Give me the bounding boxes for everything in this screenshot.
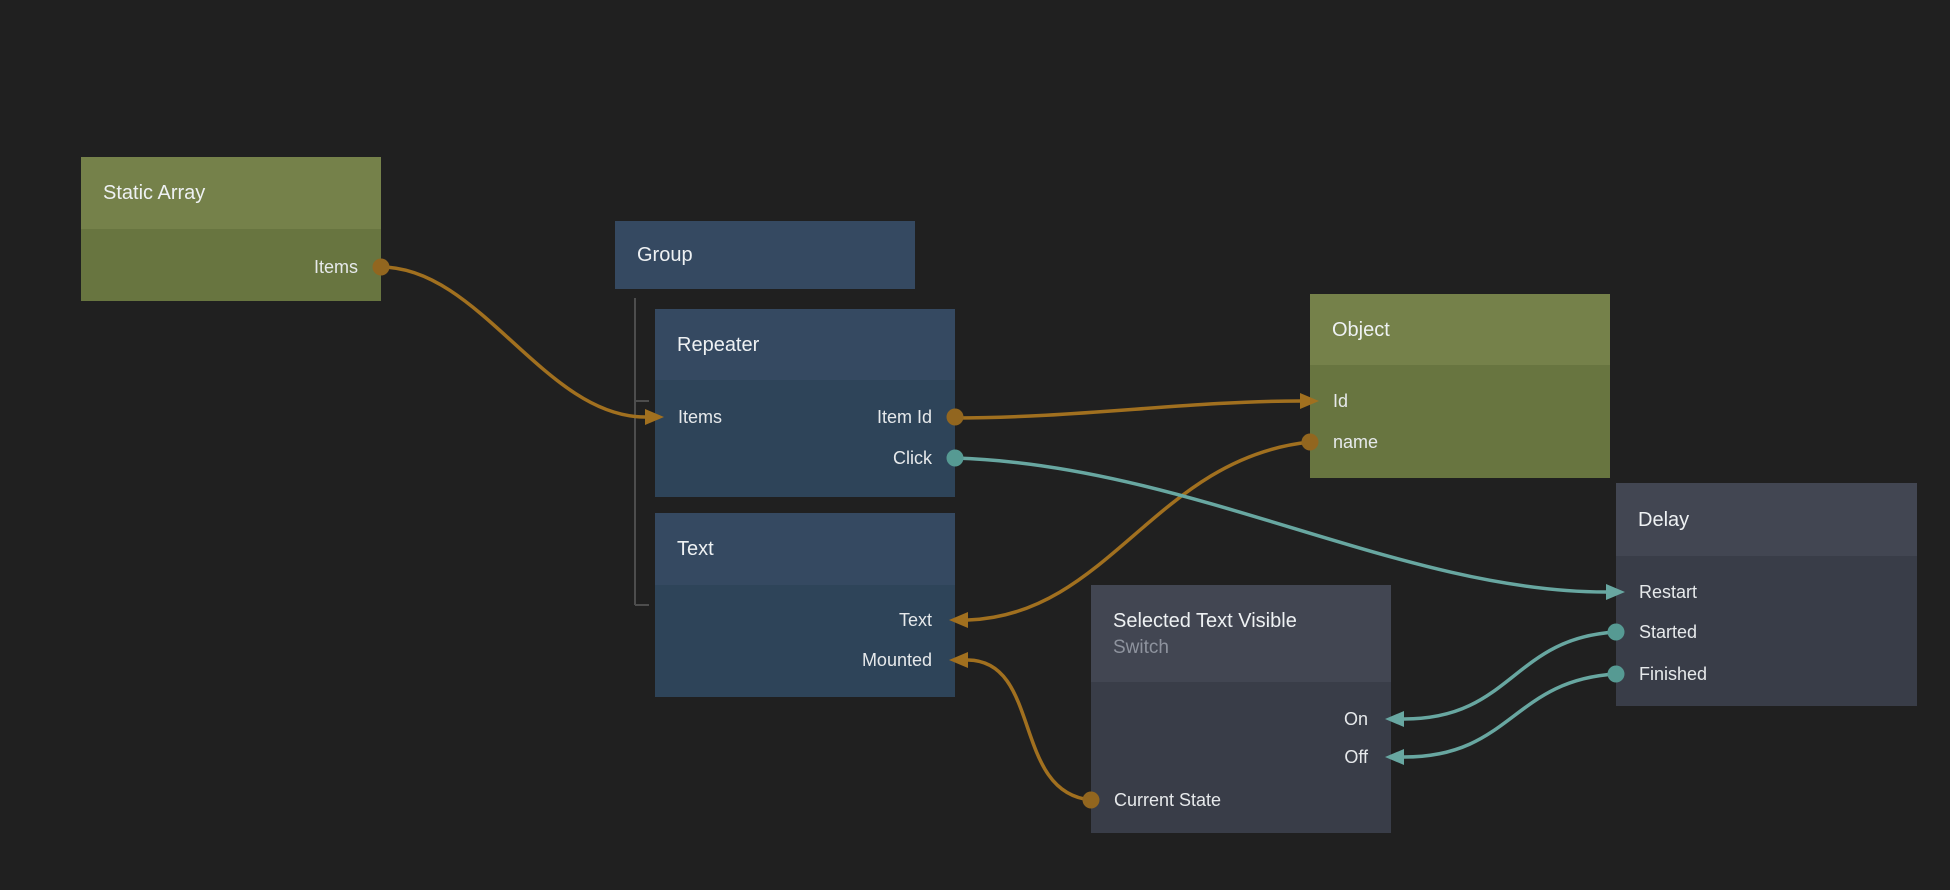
node-header-repeater[interactable]: Repeater [655, 309, 955, 380]
node-header-delay[interactable]: Delay [1616, 483, 1917, 556]
node-title-repeater: Repeater [677, 333, 760, 356]
wire-switch-current-state-to-text-mounted[interactable] [966, 658, 1093, 802]
port-delay-restart[interactable]: Restart [1639, 582, 1698, 602]
port-repeater-items[interactable]: Items [678, 407, 723, 427]
wire-repeater-item-id-to-object-id[interactable] [953, 399, 1302, 420]
node-header-text[interactable]: Text [655, 513, 955, 585]
node-title-object: Object [1332, 318, 1390, 341]
port-text-text[interactable]: Text [898, 610, 932, 630]
port-object-id[interactable]: Id [1333, 391, 1349, 411]
port-static-array-items[interactable]: Items [313, 257, 358, 277]
group-children-line [634, 298, 649, 606]
port-repeater-click[interactable]: Click [893, 448, 932, 468]
node-subtitle-selected-text-visible: Switch [1113, 636, 1169, 658]
port-object-name[interactable]: name [1333, 432, 1379, 452]
port-selected-text-visible-off[interactable]: Off [1344, 747, 1368, 767]
node-header-group[interactable]: Group [615, 221, 915, 289]
node-header-static-array[interactable]: Static Array [81, 157, 381, 229]
port-text-mounted[interactable]: Mounted [861, 650, 932, 670]
wire-delay-finished-to-switch-off[interactable] [1402, 672, 1618, 759]
port-delay-started[interactable]: Started [1639, 622, 1698, 642]
node-title-group: Group [637, 244, 693, 266]
node-title-text: Text [677, 538, 714, 560]
node-title-delay: Delay [1638, 508, 1690, 531]
node-header-object[interactable]: Object [1310, 294, 1610, 365]
wire-delay-started-to-switch-on[interactable] [1402, 630, 1618, 721]
node-title-selected-text-visible: Selected Text Visible [1113, 609, 1297, 632]
node-title-static-array: Static Array [103, 182, 206, 204]
port-repeater-item-id[interactable]: Item Id [876, 407, 932, 427]
wire-static-array-items-to-repeater-items[interactable] [379, 265, 647, 419]
port-delay-finished[interactable]: Finished [1639, 664, 1708, 684]
node-group[interactable]: Group [615, 221, 915, 289]
port-selected-text-visible-on[interactable]: On [1343, 709, 1368, 729]
port-selected-text-visible-current-state[interactable]: Current State [1114, 790, 1222, 810]
wire-repeater-click-to-delay-restart[interactable] [953, 456, 1608, 594]
